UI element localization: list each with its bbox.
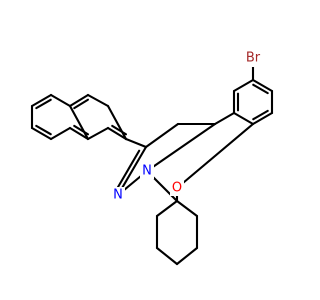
bond-11 xyxy=(175,122,255,190)
atom-n-imine-label: N xyxy=(113,188,123,203)
atom-n-imine: N xyxy=(111,187,125,203)
bond-15 xyxy=(116,149,141,189)
bond-42 xyxy=(106,104,128,141)
atom-n-ring-label: N xyxy=(142,164,152,179)
bond-layer xyxy=(30,56,274,266)
bond-5 xyxy=(252,109,269,121)
bond-2 xyxy=(252,83,269,95)
bond-43 xyxy=(68,104,90,141)
molecule-structure: Br O N N xyxy=(30,49,274,266)
bond-37 xyxy=(35,98,52,110)
atom-label-layer: Br O N N xyxy=(111,49,265,203)
bond-4 xyxy=(251,111,274,126)
atom-o-label: O xyxy=(172,181,182,196)
bond-23 xyxy=(175,246,199,266)
bond-34 xyxy=(35,124,52,136)
bond-1 xyxy=(251,78,274,93)
bond-27 xyxy=(106,126,128,141)
bond-29 xyxy=(86,126,110,141)
atom-br-label: Br xyxy=(246,51,261,66)
bond-40 xyxy=(73,98,89,110)
bond-9 xyxy=(232,78,255,93)
bond-13 xyxy=(144,122,180,149)
bond-41 xyxy=(86,93,110,108)
bond-25 xyxy=(175,199,199,218)
bond-33 xyxy=(30,126,53,141)
bond-36 xyxy=(30,93,53,108)
bond-32 xyxy=(49,126,72,141)
atom-n-ring: N xyxy=(140,163,154,179)
bond-39 xyxy=(68,93,90,108)
bond-26 xyxy=(124,137,148,149)
bond-30 xyxy=(68,126,90,141)
bond-20 xyxy=(155,199,179,218)
bond-38 xyxy=(49,93,72,108)
bond-17 xyxy=(145,122,217,173)
bond-6 xyxy=(232,111,255,126)
atom-o: O xyxy=(170,180,184,196)
bond-22 xyxy=(155,246,179,266)
atom-br: Br xyxy=(241,49,265,67)
bond-10 xyxy=(213,111,236,126)
